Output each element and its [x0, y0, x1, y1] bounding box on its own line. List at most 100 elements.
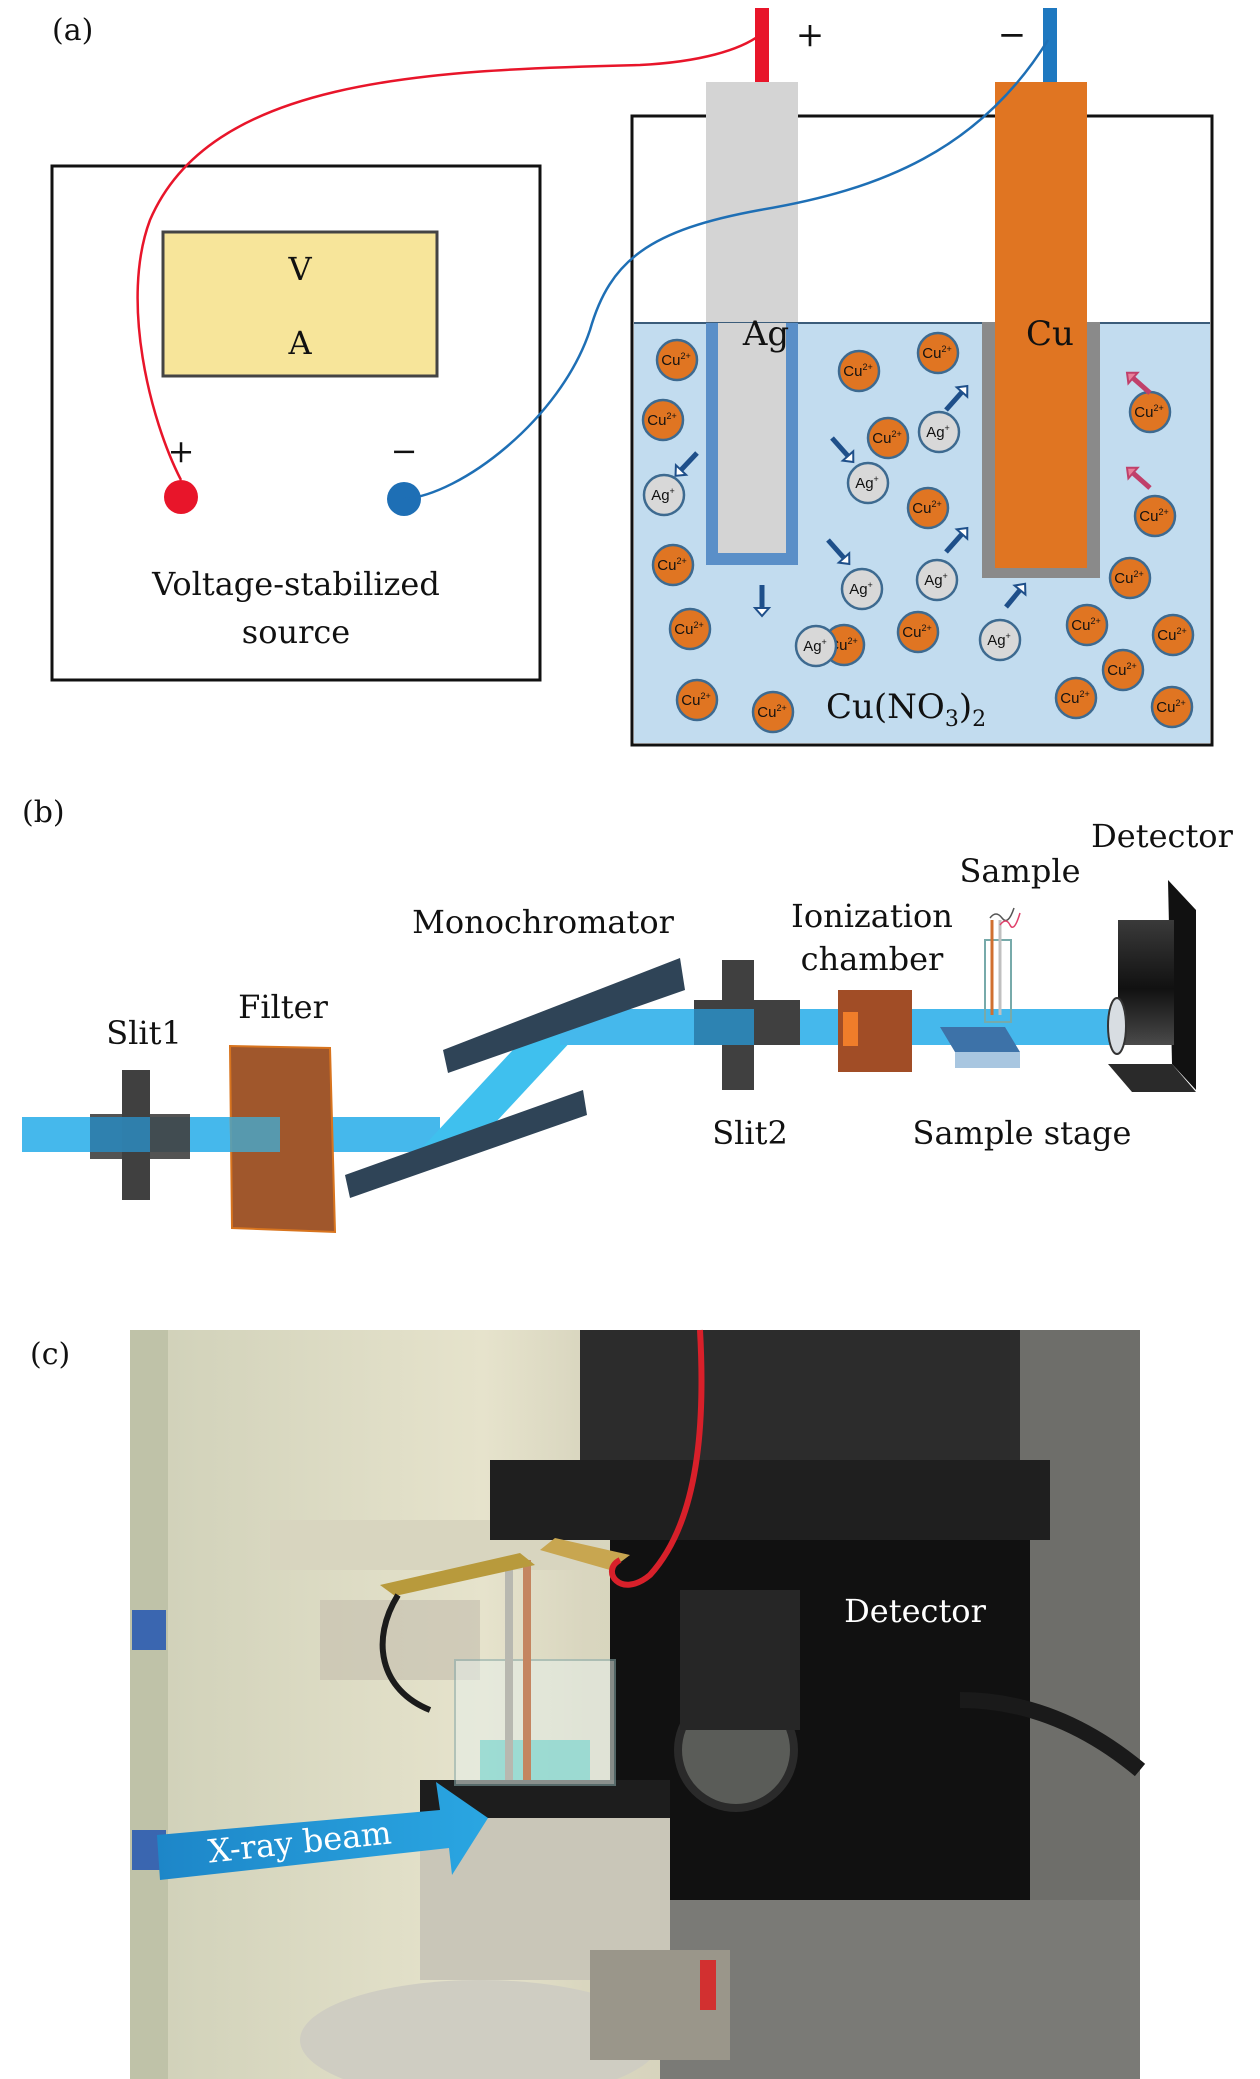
ion-migration-arrowhead — [1012, 582, 1027, 597]
panel-c: (c) Detector — [30, 1329, 1146, 2079]
ag-ion: Ag+ — [846, 461, 890, 505]
ion-migration-arrow — [1131, 376, 1152, 395]
panel-b-label: (b) — [22, 795, 65, 830]
ion-migration-arrow — [944, 390, 964, 412]
ag-ion-circle — [917, 410, 961, 454]
detector — [1107, 880, 1196, 1092]
ag-ion-circle — [794, 624, 838, 668]
ion-migration-arrowhead — [954, 384, 969, 399]
cu-ion: Cu2+ — [1065, 603, 1109, 647]
ion-migration-arrowhead — [836, 551, 851, 566]
cu-ion-circle — [916, 331, 960, 375]
photo-red-lead — [609, 1329, 705, 1588]
cu-ion-circle — [1108, 556, 1152, 600]
sample-cuvette — [984, 939, 1012, 1023]
cu-ion-label: Cu2+ — [647, 411, 676, 429]
meter-current-label: A — [287, 324, 312, 362]
xray-arrow-shape — [157, 1782, 488, 1880]
cu-ion-circle — [751, 690, 795, 734]
slit2-aperture — [694, 1009, 754, 1045]
monochromator-crystal-lower — [345, 1090, 587, 1198]
formula-sub-2: 2 — [972, 707, 986, 732]
ag-electrode-core — [718, 323, 786, 553]
meter-display — [161, 230, 439, 378]
ag-ion-label: Ag+ — [803, 637, 827, 655]
source-plus-sign: + — [168, 432, 195, 470]
photo-alligator-clip-black — [380, 1553, 535, 1596]
cu-ion-label: Cu2+ — [661, 351, 690, 369]
ions-layer: Cu2+ Cu2+ Cu2+ Cu2+ Cu2+ Cu2+ Cu2+ Cu2+ Cu2+ Cu2+… — [641, 331, 1195, 734]
ag-ion-label: Ag+ — [924, 571, 948, 589]
detector-base — [1108, 1064, 1196, 1092]
positive-wire — [136, 33, 761, 481]
detector-label: Detector — [1091, 817, 1233, 855]
filter-label: Filter — [238, 988, 328, 1026]
negative-wire — [403, 39, 1050, 501]
slit1-aperture — [90, 1117, 150, 1152]
photo-alligator-clip-red — [540, 1538, 630, 1570]
source-caption-line1: Voltage-stabilized — [151, 565, 440, 603]
ion-migration-arrowhead — [840, 449, 855, 464]
cu-ion-circle — [1101, 648, 1145, 692]
cu-ion: Cu2+ — [675, 678, 719, 722]
ion-migration-arrowhead — [1125, 466, 1140, 481]
photo-electrode-2 — [523, 1560, 531, 1780]
photo-black-lead — [379, 1593, 432, 1713]
panel-c-label: (c) — [30, 1337, 70, 1372]
negative-lead — [1043, 8, 1057, 82]
sample-wire-red — [999, 912, 1021, 928]
filter-plate — [228, 1044, 337, 1234]
cu-electrode-label: Cu — [1026, 314, 1074, 354]
detector-window — [1107, 997, 1127, 1055]
cell-plus-sign: + — [796, 15, 825, 55]
ion-migration-arrow — [679, 451, 699, 472]
ag-ion-circle — [840, 567, 884, 611]
cu-ion-circle — [655, 338, 699, 382]
photo-clamp-bar — [490, 1460, 1050, 1540]
ag-ion-circle — [978, 618, 1022, 662]
sample-label: Sample — [960, 852, 1081, 890]
cell-minus-sign: − — [998, 15, 1027, 55]
detector-body — [1118, 920, 1174, 1045]
ion-arrows-layer — [674, 371, 1152, 618]
sample-stage-front — [955, 1052, 1020, 1068]
cu-ion: Cu2+ — [668, 607, 712, 651]
cu-ion-label: Cu2+ — [681, 691, 710, 709]
source-minus-sign: − — [391, 432, 418, 470]
cu-ion: Cu2+ — [1128, 390, 1172, 434]
ag-ion: Ag+ — [917, 410, 961, 454]
cu-ion-label: Cu2+ — [872, 429, 901, 447]
formula-paren: ) — [959, 687, 972, 727]
cu-ion-circle — [675, 678, 719, 722]
cu-ion: Cu2+ — [1133, 494, 1177, 538]
ag-ion-label: Ag+ — [651, 486, 675, 504]
cu-ion: Cu2+ — [651, 543, 695, 587]
ag-ion: Ag+ — [978, 618, 1022, 662]
cu-ion: Cu2+ — [751, 690, 795, 734]
cu-ion-circle — [1150, 685, 1194, 729]
photo-detector-panel — [680, 1590, 800, 1730]
photo-base-plate — [660, 1900, 1140, 2079]
cu-ion-circle — [1054, 676, 1098, 720]
cu-ion-label: Cu2+ — [1107, 661, 1136, 679]
sample-stage-top — [940, 1027, 1020, 1052]
sample-stage-label: Sample stage — [913, 1114, 1132, 1152]
cu-ion-label: Cu2+ — [1114, 569, 1143, 587]
cu-ion-label: Cu2+ — [1156, 698, 1185, 716]
cu-ion: Cu2+ — [1151, 613, 1195, 657]
ag-ion: Ag+ — [642, 473, 686, 517]
ag-electrode-upper — [706, 82, 798, 322]
panel-b: (b) Slit1 Filter Monochromator Slit2 — [22, 795, 1234, 1234]
photo-motor-indicator — [700, 1960, 716, 2010]
cu-ion-circle — [641, 398, 685, 442]
cu-ion-label: Cu2+ — [1134, 403, 1163, 421]
sample-wire-black — [989, 907, 1015, 922]
cu-ion-circle — [668, 607, 712, 651]
source-caption-line2: source — [242, 613, 350, 651]
ag-ion: Ag+ — [915, 558, 959, 602]
cu-ion: Cu2+ — [641, 398, 685, 442]
ion-migration-arrow — [1131, 471, 1152, 490]
cu-ion-circle — [1065, 603, 1109, 647]
detector-backplate — [1168, 880, 1196, 1090]
